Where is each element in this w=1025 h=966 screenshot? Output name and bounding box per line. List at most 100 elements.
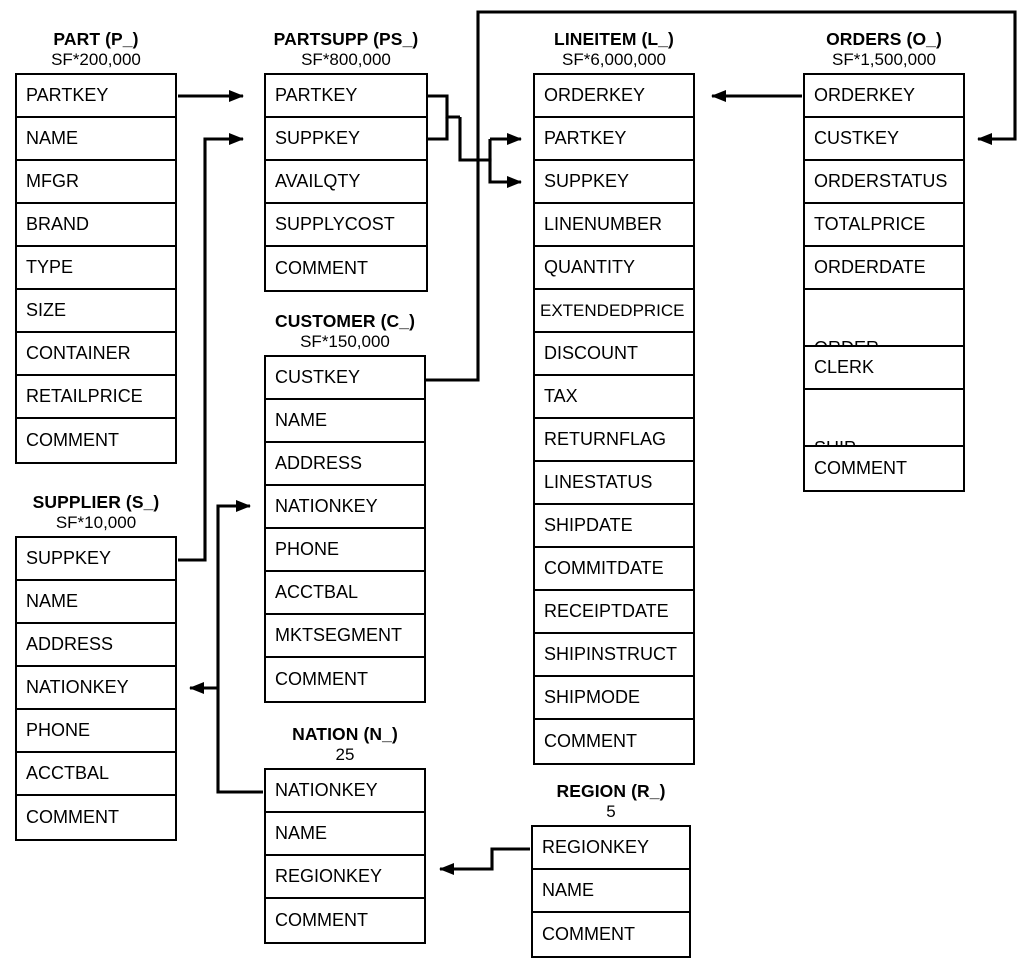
entity-region-cardinality: 5	[606, 802, 616, 821]
field-orders-clerk: CLERK	[805, 347, 963, 390]
entity-lineitem: LINEITEM (L_) SF*6,000,000 ORDERKEY PART…	[533, 29, 695, 765]
entity-customer: CUSTOMER (C_) SF*150,000 CUSTKEY NAME AD…	[264, 311, 426, 703]
field-supplier-name: NAME	[17, 581, 175, 624]
field-part-name: NAME	[17, 118, 175, 161]
field-lineitem-orderkey: ORDERKEY	[535, 75, 693, 118]
entity-supplier-cardinality: SF*10,000	[55, 513, 137, 532]
entity-part-cardinality: SF*200,000	[51, 50, 141, 69]
entity-supplier-title: SUPPLIER (S_)	[32, 492, 160, 512]
field-part-mfgr: MFGR	[17, 161, 175, 204]
field-lineitem-shipdate: SHIPDATE	[535, 505, 693, 548]
field-region-regionkey: REGIONKEY	[533, 827, 689, 870]
connector-partsupp-bracket-partkey	[428, 94, 460, 119]
field-part-type: TYPE	[17, 247, 175, 290]
field-partsupp-partkey: PARTKEY	[266, 75, 426, 118]
field-nation-name: NAME	[266, 813, 424, 856]
entity-nation-cardinality: 25	[335, 745, 355, 764]
field-orders-totalprice: TOTALPRICE	[805, 204, 963, 247]
field-supplier-phone: PHONE	[17, 710, 175, 753]
field-orders-orderstatus: ORDERSTATUS	[805, 161, 963, 204]
field-lineitem-commitdate: COMMITDATE	[535, 548, 693, 591]
entity-customer-fields: CUSTKEY NAME ADDRESS NATIONKEY PHONE ACC…	[264, 355, 426, 703]
connector-customer-orders	[425, 10, 1017, 382]
entity-part-title: PART (P_)	[53, 29, 139, 49]
field-supplier-address: ADDRESS	[17, 624, 175, 667]
field-orders-ship-priority: SHIP- PRIORITY	[805, 390, 963, 447]
entity-partsupp: PARTSUPP (PS_) SF*800,000 PARTKEY SUPPKE…	[264, 29, 428, 292]
field-lineitem-linestatus: LINESTATUS	[535, 462, 693, 505]
field-customer-comment: COMMENT	[275, 669, 368, 689]
field-customer-nationkey: NATIONKEY	[266, 486, 424, 529]
field-nation-comment: COMMENT	[275, 910, 368, 930]
entity-supplier: SUPPLIER (S_) SF*10,000 SUPPKEY NAME ADD…	[15, 492, 177, 841]
field-lineitem-extendedprice: EXTENDEDPRICE	[535, 290, 693, 333]
entity-region: REGION (R_) 5 REGIONKEY NAME COMMENT	[531, 781, 691, 958]
field-orders-order-priority-line1: ORDER-	[814, 337, 963, 345]
field-customer-name: NAME	[266, 400, 424, 443]
entity-supplier-fields: SUPPKEY NAME ADDRESS NATIONKEY PHONE ACC…	[15, 536, 177, 841]
entity-orders-fields: ORDERKEY CUSTKEY ORDERSTATUS TOTALPRICE …	[803, 73, 965, 492]
field-part-partkey: PARTKEY	[17, 75, 175, 118]
field-nation-regionkey: REGIONKEY	[266, 856, 424, 899]
connector-partsupp-bracket-suppkey	[428, 117, 449, 141]
field-orders-comment: COMMENT	[814, 458, 907, 478]
field-part-retailprice: RETAILPRICE	[17, 376, 175, 419]
field-lineitem-linenumber: LINENUMBER	[535, 204, 693, 247]
field-partsupp-availqty: AVAILQTY	[266, 161, 426, 204]
entity-customer-cardinality: SF*150,000	[300, 332, 390, 351]
entity-orders-cardinality: SF*1,500,000	[832, 50, 936, 69]
entity-lineitem-cardinality: SF*6,000,000	[562, 50, 666, 69]
field-part-comment: COMMENT	[26, 430, 119, 450]
field-supplier-suppkey: SUPPKEY	[17, 538, 175, 581]
field-nation-nationkey: NATIONKEY	[266, 770, 424, 813]
entity-customer-title: CUSTOMER (C_)	[274, 311, 415, 331]
field-partsupp-comment: COMMENT	[275, 258, 368, 278]
connector-region-nation	[439, 847, 530, 875]
entity-partsupp-cardinality: SF*800,000	[301, 50, 391, 69]
field-part-brand: BRAND	[17, 204, 175, 247]
field-orders-custkey: CUSTKEY	[805, 118, 963, 161]
connector-lineitem-suppkey-branch	[460, 158, 522, 188]
entity-lineitem-fields: ORDERKEY PARTKEY SUPPKEY LINENUMBER QUAN…	[533, 73, 695, 765]
field-part-container: CONTAINER	[17, 333, 175, 376]
field-lineitem-quantity: QUANTITY	[535, 247, 693, 290]
field-lineitem-discount: DISCOUNT	[535, 333, 693, 376]
connector-nation-customer	[216, 500, 263, 794]
field-customer-custkey: CUSTKEY	[266, 357, 424, 400]
field-part-size: SIZE	[17, 290, 175, 333]
entity-part-fields: PARTKEY NAME MFGR BRAND TYPE SIZE CONTAI…	[15, 73, 177, 464]
field-supplier-nationkey: NATIONKEY	[17, 667, 175, 710]
field-partsupp-supplycost: SUPPLYCOST	[266, 204, 426, 247]
field-orders-orderkey: ORDERKEY	[805, 75, 963, 118]
field-region-comment: COMMENT	[542, 924, 635, 944]
field-orders-order-priority: ORDER- PRIORITY	[805, 290, 963, 347]
entity-region-fields: REGIONKEY NAME COMMENT	[531, 825, 691, 958]
field-lineitem-shipinstruct: SHIPINSTRUCT	[535, 634, 693, 677]
connector-supplier-partsupp	[178, 133, 244, 562]
connector-partsupp-junction	[458, 117, 492, 162]
entity-region-title: REGION (R_)	[556, 781, 666, 801]
entity-lineitem-title: LINEITEM (L_)	[554, 29, 674, 49]
field-supplier-acctbal: ACCTBAL	[17, 753, 175, 796]
field-customer-acctbal: ACCTBAL	[266, 572, 424, 615]
entity-nation: NATION (N_) 25 NATIONKEY NAME REGIONKEY …	[264, 724, 426, 944]
entity-orders-title: ORDERS (O_)	[826, 29, 942, 49]
entity-orders: ORDERS (O_) SF*1,500,000 ORDERKEY CUSTKE…	[803, 29, 965, 492]
field-lineitem-partkey: PARTKEY	[535, 118, 693, 161]
entity-nation-title: NATION (N_)	[292, 724, 398, 744]
field-customer-phone: PHONE	[266, 529, 424, 572]
field-customer-address: ADDRESS	[266, 443, 424, 486]
entity-nation-fields: NATIONKEY NAME REGIONKEY COMMENT	[264, 768, 426, 944]
field-lineitem-shipmode: SHIPMODE	[535, 677, 693, 720]
field-orders-ship-priority-line1: SHIP-	[814, 437, 963, 445]
entity-partsupp-fields: PARTKEY SUPPKEY AVAILQTY SUPPLYCOST COMM…	[264, 73, 428, 292]
field-lineitem-tax: TAX	[535, 376, 693, 419]
field-orders-orderdate: ORDERDATE	[805, 247, 963, 290]
field-lineitem-returnflag: RETURNFLAG	[535, 419, 693, 462]
field-lineitem-comment: COMMENT	[544, 731, 637, 751]
entity-partsupp-title: PARTSUPP (PS_)	[273, 29, 419, 49]
field-customer-mktsegment: MKTSEGMENT	[266, 615, 424, 658]
field-lineitem-suppkey: SUPPKEY	[535, 161, 693, 204]
